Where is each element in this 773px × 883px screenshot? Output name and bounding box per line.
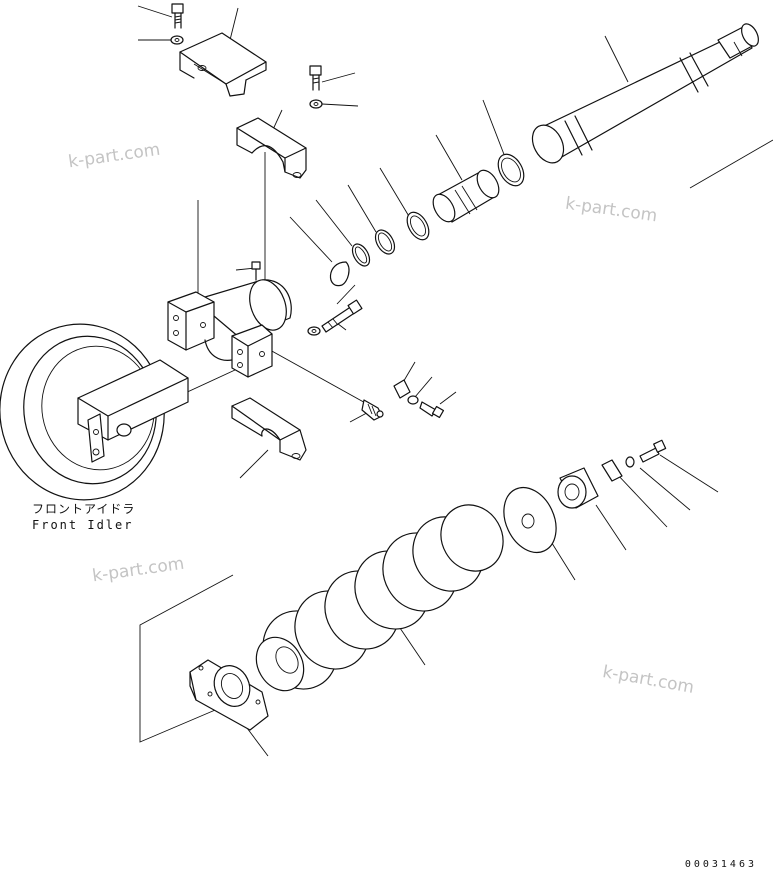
idler-yoke-cylinder [167,279,292,378]
lock-plate [393,379,411,399]
spring-bracket [189,659,269,731]
recoil-piston-rod [531,23,759,164]
lower-bearing-cap [231,397,307,461]
front-idler-label-jp: フロントアイドラ [32,502,136,516]
piston-ring [497,153,525,187]
upper-bearing-cap [236,117,307,179]
top-washer [170,35,184,45]
nut-lock-plate [601,459,623,482]
cap-bolt [309,65,322,91]
cylinder-bushing [432,169,500,223]
grease-fitting [251,261,261,281]
seal-ring-1 [406,211,430,241]
top-bolt [171,3,184,29]
seal-ring-3 [351,243,371,267]
cover-plate [179,32,267,97]
front-idler-wheel [0,323,189,501]
snap-ring [329,261,350,287]
grease-valve [361,399,384,421]
spring-nut [557,467,599,509]
nut-lock-washer [625,456,635,468]
spring-washer-disc [503,486,557,554]
cap-washer [309,99,323,109]
lock-bolt [419,401,445,419]
seal-ring-2 [374,229,396,255]
front-idler-label-en: Front Idler [32,518,134,532]
leader-lines [137,5,773,757]
long-bolt [321,299,363,333]
nut-lock-bolt [639,439,667,463]
recoil-spring [255,504,504,692]
drawing-number: 00031463 [684,859,757,870]
lock-washer [407,395,419,405]
long-bolt-washer [307,326,321,336]
